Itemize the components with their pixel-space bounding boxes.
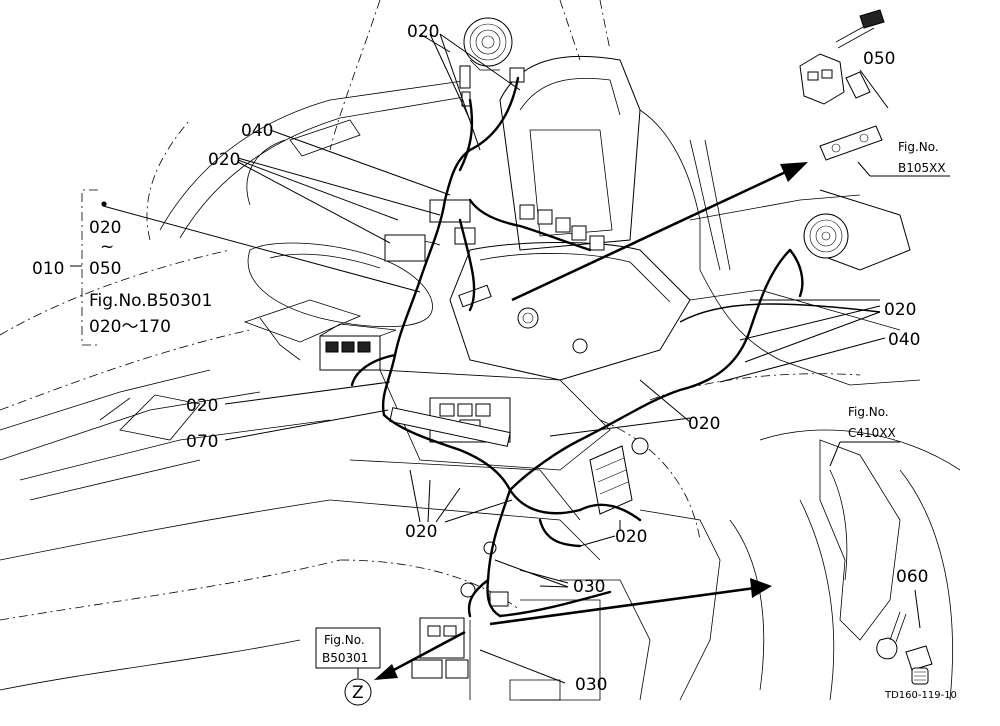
group-label-fig: Fig.No.B50301 <box>89 291 212 311</box>
view-z-label: Z <box>352 683 364 703</box>
relay-block-icon <box>384 65 605 262</box>
label-010: 010 <box>32 259 64 279</box>
label-070: 070 <box>186 432 218 452</box>
group-label-050: 050 <box>89 259 121 279</box>
label-020-right2: 020 <box>688 414 720 434</box>
part-050-illustration <box>799 9 885 161</box>
fig-ref-b105: Fig.No. B105XX <box>857 140 950 177</box>
drawing-code: TD160-119-10 <box>884 690 957 701</box>
horn-top-icon <box>463 17 513 71</box>
group-label-020: 020 <box>89 218 121 238</box>
label-020-left-mid: 020 <box>186 396 218 416</box>
fig-ref-b105-code: B105XX <box>898 161 946 175</box>
fig-ref-b503: Fig.No. B50301 Z <box>315 627 381 706</box>
fig-ref-b503-code: B50301 <box>322 651 368 665</box>
group-bracket <box>70 189 107 346</box>
controller-unit-icon <box>572 338 649 515</box>
tractor-outline <box>0 0 961 701</box>
label-040-upper: 040 <box>241 121 273 141</box>
fig-ref-c410-title: Fig.No. <box>848 405 889 419</box>
label-030-a: 030 <box>573 577 605 597</box>
label-020-right3: 020 <box>615 527 647 547</box>
label-030-b: 030 <box>575 675 607 695</box>
label-020-upper: 020 <box>208 150 240 170</box>
wiring-harness <box>350 76 804 618</box>
label-020-right1: 020 <box>884 300 916 320</box>
label-020-bottom: 020 <box>405 522 437 542</box>
horn-right-icon <box>803 213 849 259</box>
fig-ref-c410-code: C410XX <box>848 426 896 440</box>
part-060-illustration <box>876 611 933 685</box>
fig-ref-b503-title: Fig.No. <box>324 633 365 647</box>
fuse-box-icon <box>389 397 511 447</box>
label-050: 050 <box>863 49 895 69</box>
fig-ref-b105-title: Fig.No. <box>898 140 939 154</box>
part-labels: 020 040 020 010 020 ~ 050 Fig.No.B50301 … <box>32 22 928 695</box>
callout-lines <box>102 33 921 684</box>
group-label-range: 020～170 <box>89 317 171 337</box>
lower-connector-icon <box>411 541 509 679</box>
switch-panel-icon <box>319 323 397 371</box>
fig-ref-c410: Fig.No. C410XX <box>829 405 900 467</box>
label-020-top: 020 <box>407 22 439 42</box>
group-label-tilde: ~ <box>100 237 114 257</box>
reference-arrows <box>374 162 881 680</box>
view-z-circle <box>344 678 372 706</box>
label-040-right: 040 <box>888 330 920 350</box>
label-060: 060 <box>896 567 928 587</box>
